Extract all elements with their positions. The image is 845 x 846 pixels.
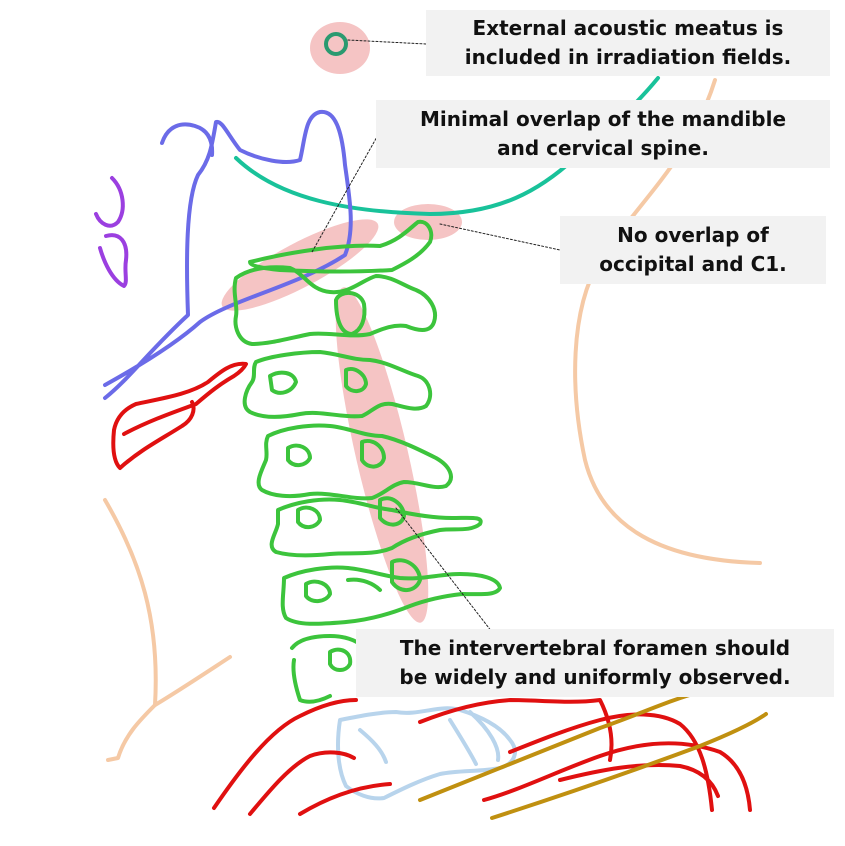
leader-mandible bbox=[311, 134, 379, 253]
anterior-neck-contour bbox=[103, 498, 158, 762]
vertebra-c7 bbox=[290, 634, 364, 704]
vertebra-c1 bbox=[248, 219, 434, 274]
mandible-condyle bbox=[160, 122, 215, 157]
callout-mandible-overlap: Minimal overlap of the mandible and cerv… bbox=[376, 100, 830, 168]
callout-occipital-c1: No overlap of occipital and C1. bbox=[560, 216, 826, 284]
auricle bbox=[94, 176, 129, 288]
leader-meatus bbox=[347, 39, 427, 45]
mandible bbox=[103, 109, 353, 400]
callout-foramen-line-1: The intervertebral foramen should bbox=[399, 636, 791, 660]
c5-foramen bbox=[296, 505, 322, 529]
vertebra-c4 bbox=[256, 423, 453, 501]
ribs bbox=[212, 698, 752, 816]
callout-intervertebral-foramen: The intervertebral foramen should be wid… bbox=[356, 629, 834, 697]
dens bbox=[334, 291, 367, 336]
callout-mandible-line-1: Minimal overlap of the mandible bbox=[419, 107, 787, 131]
external-acoustic-meatus bbox=[324, 32, 348, 56]
callout-foramen-line-2: be widely and uniformly observed. bbox=[399, 665, 791, 689]
vertebra-c6 bbox=[280, 565, 502, 626]
c3-foramen bbox=[268, 370, 298, 395]
vertebra-c5 bbox=[269, 497, 483, 558]
vertebra-c2 bbox=[232, 265, 437, 346]
callout-meatus-line-2: included in irradiation fields. bbox=[464, 45, 792, 69]
throat-contour bbox=[153, 655, 232, 707]
c6-transverse bbox=[346, 577, 382, 592]
rib-3 bbox=[298, 782, 392, 816]
callout-meatus-line-1: External acoustic meatus is bbox=[472, 16, 784, 40]
c4-facet bbox=[360, 439, 386, 469]
leader-occipital bbox=[439, 223, 561, 251]
c6-facet bbox=[390, 558, 422, 592]
scapula bbox=[336, 706, 517, 801]
rib-2 bbox=[248, 750, 356, 816]
c3-facet bbox=[344, 367, 368, 393]
posterior-neck-contour bbox=[573, 78, 762, 565]
rib-5 bbox=[508, 712, 714, 812]
callout-external-acoustic-meatus: External acoustic meatus is included in … bbox=[426, 10, 830, 76]
highlight-mandible-overlap bbox=[221, 219, 379, 311]
c6-foramen bbox=[304, 579, 332, 603]
c5-facet bbox=[378, 496, 406, 527]
cervical-vertebrae bbox=[232, 219, 502, 704]
leader-foramen bbox=[395, 507, 493, 633]
callout-occipital-line-1: No overlap of bbox=[617, 223, 769, 247]
c7-foramen bbox=[328, 647, 353, 672]
rib-7 bbox=[558, 762, 720, 798]
callout-mandible-line-2: and cervical spine. bbox=[497, 136, 709, 160]
skin-contours bbox=[103, 78, 762, 762]
clavicle bbox=[418, 690, 768, 820]
highlight-meatus bbox=[310, 22, 370, 74]
rib-1 bbox=[212, 698, 358, 810]
c4-foramen bbox=[286, 443, 312, 467]
hyoid-bone bbox=[111, 361, 248, 470]
vertebra-c3 bbox=[242, 350, 433, 419]
rib-6 bbox=[482, 741, 752, 812]
leader-lines bbox=[311, 39, 561, 633]
mandible-ramus bbox=[103, 109, 353, 400]
callout-occipital-line-2: occipital and C1. bbox=[599, 252, 787, 276]
